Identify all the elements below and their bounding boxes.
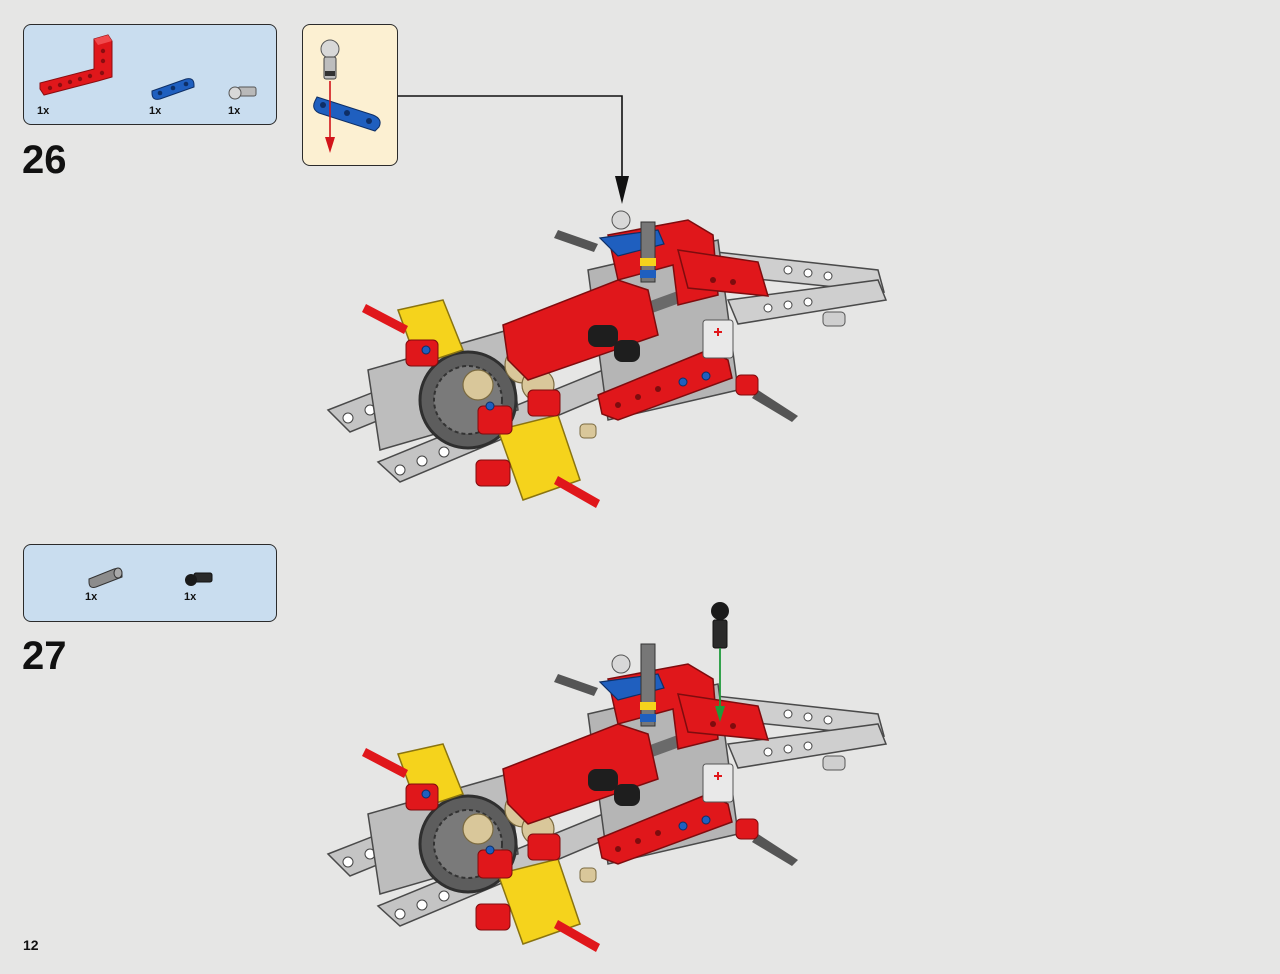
step-26-model-illustration bbox=[326, 210, 888, 508]
grey-axle-connector-icon bbox=[88, 567, 123, 588]
black-ball-pin-insert bbox=[711, 602, 729, 722]
step-number: 26 bbox=[22, 138, 67, 182]
part-qty: 1x bbox=[184, 591, 197, 603]
red-l-beam-icon bbox=[39, 34, 113, 96]
parts-list-step-26: 1x 1x 1x bbox=[23, 24, 277, 125]
sub-assembly-callout bbox=[302, 24, 398, 166]
grey-ball-pin-icon bbox=[228, 86, 257, 100]
black-ball-pin-icon bbox=[185, 572, 213, 586]
page-number: 12 bbox=[23, 937, 39, 953]
blue-beam-icon bbox=[151, 78, 195, 100]
part-qty: 1x bbox=[228, 105, 241, 117]
part-qty: 1x bbox=[149, 105, 162, 117]
step-27-model-illustration bbox=[326, 602, 888, 952]
part-qty: 1x bbox=[37, 105, 50, 117]
ball-pin-into-blue-beam-icon bbox=[313, 39, 381, 153]
step-number: 27 bbox=[22, 634, 67, 678]
part-qty: 1x bbox=[85, 591, 98, 603]
parts-list-step-27: 1x 1x bbox=[23, 544, 277, 622]
